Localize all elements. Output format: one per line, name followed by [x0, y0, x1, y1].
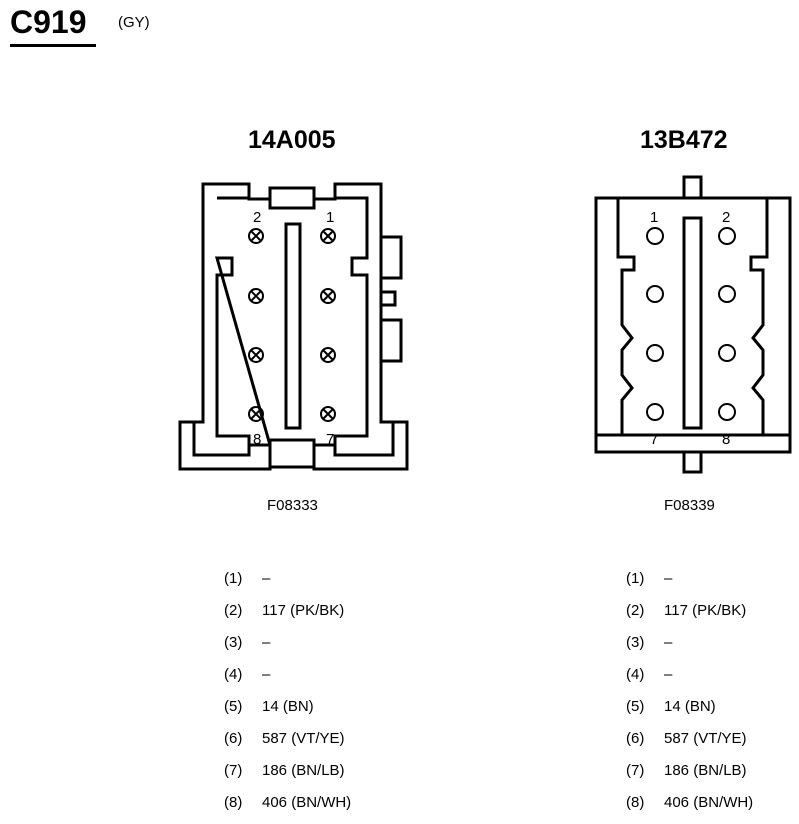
pin-circuit: – [262, 666, 271, 683]
terminal-cavity [646, 344, 664, 362]
bottom-latch-left [268, 438, 316, 469]
side-tab-lower [379, 318, 403, 363]
pin-circuit: 587 (VT/YE) [262, 730, 345, 747]
keying-slot-left [284, 222, 302, 430]
terminal-cavity [320, 288, 336, 304]
pin-circuit: 117 (PK/BK) [664, 602, 747, 619]
terminal-cavity [320, 406, 336, 422]
housing-inner-left [215, 196, 369, 447]
housing-outline-right [594, 196, 792, 454]
pin-number: (8) [626, 794, 645, 811]
terminal-cavity [646, 285, 664, 303]
pin-circuit: 14 (BN) [664, 698, 716, 715]
pin-number: (4) [224, 666, 243, 683]
pin-label-8-right: 8 [722, 431, 730, 448]
terminal-cavity [646, 227, 664, 245]
terminal-cavity [646, 403, 664, 421]
pin-circuit: – [262, 570, 271, 587]
connector-id: C919 [10, 4, 87, 40]
pin-circuit: 186 (BN/LB) [262, 762, 345, 779]
terminal-cavity [718, 344, 736, 362]
pin-label-7-left: 7 [326, 431, 334, 448]
part-number-left: 14A005 [248, 126, 336, 154]
pin-number: (8) [224, 794, 243, 811]
pin-number: (6) [626, 730, 645, 747]
terminal-cavity [248, 288, 264, 304]
terminal-cavity [248, 406, 264, 422]
pin-circuit: – [664, 634, 673, 651]
pin-circuit: 186 (BN/LB) [664, 762, 747, 779]
bottom-tab-right [682, 450, 703, 474]
pin-number: (3) [626, 634, 645, 651]
pin-number: (4) [626, 666, 645, 683]
keying-slot-right [682, 216, 703, 430]
pin-circuit: – [664, 666, 673, 683]
pin-number: (7) [224, 762, 243, 779]
pin-label-2-right: 2 [722, 209, 730, 226]
pin-circuit: 117 (PK/BK) [262, 602, 345, 619]
pin-circuit: 406 (BN/WH) [262, 794, 352, 811]
terminal-cavity [320, 228, 336, 244]
figure-id-right: F08339 [664, 497, 715, 514]
pin-circuit: – [664, 570, 673, 587]
top-tab-right [682, 175, 703, 200]
terminal-cavity [248, 347, 264, 363]
pin-number: (2) [224, 602, 243, 619]
pin-label-8-left: 8 [253, 431, 261, 448]
side-tab-upper [379, 235, 403, 280]
pin-label-2-left: 2 [253, 209, 261, 226]
pin-number: (3) [224, 634, 243, 651]
pin-number: (6) [224, 730, 243, 747]
terminal-cavity [718, 403, 736, 421]
pin-label-7-right: 7 [650, 431, 658, 448]
pin-number: (5) [626, 698, 645, 715]
pin-number: (2) [626, 602, 645, 619]
connector-color-code: (GY) [118, 14, 150, 31]
pin-number: (1) [224, 570, 243, 587]
part-number-right: 13B472 [640, 126, 728, 154]
terminal-cavity [320, 347, 336, 363]
pin-circuit: 406 (BN/WH) [664, 794, 754, 811]
figure-id-left: F08333 [267, 497, 318, 514]
terminal-cavity [718, 285, 736, 303]
pin-circuit: 14 (BN) [262, 698, 314, 715]
pin-label-1-left: 1 [326, 209, 334, 226]
pin-label-1-right: 1 [650, 209, 658, 226]
pin-number: (1) [626, 570, 645, 587]
terminal-cavity [248, 228, 264, 244]
pin-number: (7) [626, 762, 645, 779]
pin-circuit: – [262, 634, 271, 651]
pin-number: (5) [224, 698, 243, 715]
terminal-cavity [718, 227, 736, 245]
pin-circuit: 587 (VT/YE) [664, 730, 747, 747]
top-latch-left [268, 186, 316, 210]
side-tab-mid [379, 290, 397, 307]
title-underline [10, 44, 96, 47]
